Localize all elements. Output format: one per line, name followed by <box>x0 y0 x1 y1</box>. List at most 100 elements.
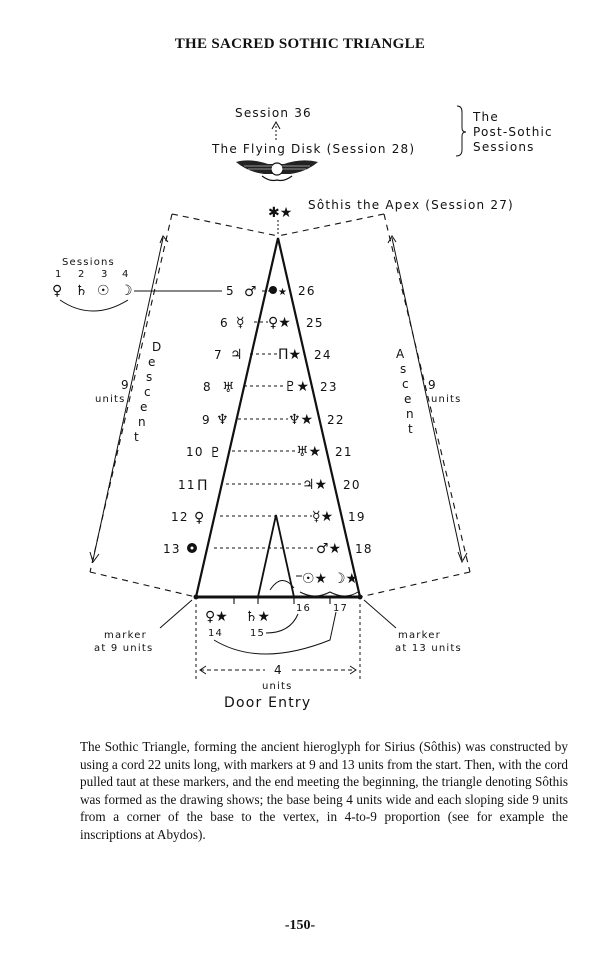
pi-icon: Π <box>197 478 208 494</box>
level-number: 9 <box>202 413 211 427</box>
sessions-label: Sessions <box>62 257 115 268</box>
door-entry-label: Door Entry <box>224 695 311 711</box>
level-number: 23 <box>320 380 338 394</box>
session-num-3: 3 <box>101 269 109 280</box>
ascent-arrow <box>391 237 463 561</box>
left-level-numbers: 5 6 7 8 9 10 11 12 13 <box>163 284 235 556</box>
level-number: 20 <box>343 478 361 492</box>
uranus-icon: ♅ <box>222 380 235 396</box>
level-number: 11 <box>178 478 196 492</box>
base-number: 16 <box>296 603 311 614</box>
saturn-icon: ♄ <box>75 283 88 299</box>
level-number: 8 <box>203 380 212 394</box>
level-number: 5 <box>226 284 235 298</box>
svg-text:c: c <box>144 385 152 399</box>
ascent-label: A s c e n t <box>396 347 415 436</box>
level-number: 13 <box>163 542 181 556</box>
level-number: 25 <box>306 316 324 330</box>
venus-star-icon: ♀★ <box>268 315 291 331</box>
venus-star-icon: ♀★ <box>205 609 228 625</box>
neptune-star-icon: ♆★ <box>288 412 313 428</box>
moon-icon: ☽ <box>120 283 133 299</box>
svg-text:e: e <box>140 400 149 414</box>
left-marker-line <box>159 599 193 629</box>
level-number: 6 <box>220 316 229 330</box>
level-number: 10 <box>186 445 204 459</box>
svg-text:n: n <box>406 407 415 421</box>
svg-text:t: t <box>134 430 140 444</box>
apex-label: Sôthis the Apex (Session 27) <box>308 198 514 212</box>
svg-text:s: s <box>146 370 153 384</box>
top-session-label: Session 36 <box>235 106 312 120</box>
star-icon: ★ <box>278 287 287 298</box>
svg-text:c: c <box>402 377 410 391</box>
base-loop <box>213 611 337 655</box>
moon-star-icon: ☽★ <box>333 571 358 587</box>
base-number: 17 <box>333 603 348 614</box>
sun-icon: ☉ <box>97 283 110 299</box>
session-num-1: 1 <box>55 269 63 280</box>
mars-star-icon: ♂★ <box>316 541 341 557</box>
left-marker-label-2: at 9 units <box>94 643 153 654</box>
venus-icon: ♀ <box>52 283 62 299</box>
right-marker-label-1: marker <box>398 630 441 641</box>
descent-label: D e s c e n t <box>134 340 162 444</box>
mercury-icon: ☿ <box>236 315 245 331</box>
level-number: 19 <box>348 510 366 524</box>
level-number: 26 <box>298 284 316 298</box>
mars-icon: ♂ <box>244 284 257 300</box>
flying-disk-label: The Flying Disk (Session 28) <box>211 142 415 156</box>
jupiter-icon: ♃ <box>230 347 243 363</box>
pluto-star-icon: ♇★ <box>284 379 309 395</box>
level-dashes <box>214 290 316 549</box>
svg-text:A: A <box>396 347 405 361</box>
level-number: 21 <box>335 445 353 459</box>
svg-text:s: s <box>400 362 407 376</box>
svg-text:n: n <box>138 415 147 429</box>
level-number: 18 <box>355 542 373 556</box>
mercury-star-icon: ☿★ <box>312 509 333 525</box>
level-number: 22 <box>327 413 345 427</box>
figure-caption: The Sothic Triangle, forming the ancient… <box>80 739 568 842</box>
session-num-2: 2 <box>78 269 86 280</box>
level-number: 7 <box>214 348 223 362</box>
sothic-triangle-diagram: Session 36 The Flying Disk (Session 28) … <box>52 105 552 711</box>
svg-text:e: e <box>148 355 157 369</box>
svg-text:D: D <box>152 340 162 354</box>
venus-icon: ♀ <box>194 510 204 526</box>
uranus-star-icon: ♅★ <box>296 444 321 460</box>
left-units-number: 9 <box>121 378 130 392</box>
bullseye-center <box>190 546 194 550</box>
base-units-number: 4 <box>274 663 283 677</box>
right-marker-label-2: at 13 units <box>395 643 462 654</box>
pi-star-icon: Π★ <box>278 347 301 363</box>
right-units-number: 9 <box>428 378 437 392</box>
svg-text:e: e <box>404 392 413 406</box>
right-level-numbers: 26 25 24 23 22 21 20 19 18 <box>298 284 373 556</box>
top-arrowhead <box>271 120 281 130</box>
base-units-label: units <box>262 681 293 692</box>
inner-triangle <box>257 514 295 598</box>
level-number: 12 <box>171 510 189 524</box>
session-num-4: 4 <box>122 269 130 280</box>
page-number: -150- <box>284 918 316 933</box>
saturn-star-icon: ♄★ <box>245 609 270 625</box>
apex-star-icon: ✱★ <box>268 205 292 221</box>
sessions-arc <box>59 299 129 312</box>
left-marker-label-1: marker <box>104 630 147 641</box>
right-marker-line <box>363 599 397 629</box>
winged-disk-icon <box>236 160 318 182</box>
post-sothic-line-3: Sessions <box>473 140 535 154</box>
post-sothic-bracket <box>455 105 467 157</box>
descent-arrow <box>92 237 164 561</box>
left-units-label: units <box>95 394 126 405</box>
base-number: 14 <box>208 628 223 639</box>
right-units-label: units <box>431 394 462 405</box>
outer-dashed-frame <box>89 213 471 598</box>
sun-star-icon: ☉★ <box>302 571 327 587</box>
base-ticks <box>233 597 331 604</box>
page-title: THE SACRED SOTHIC TRIANGLE <box>174 36 426 52</box>
level-number: 24 <box>314 348 332 362</box>
jupiter-star-icon: ♃★ <box>302 477 327 493</box>
pluto-icon: ♇ <box>209 445 222 461</box>
